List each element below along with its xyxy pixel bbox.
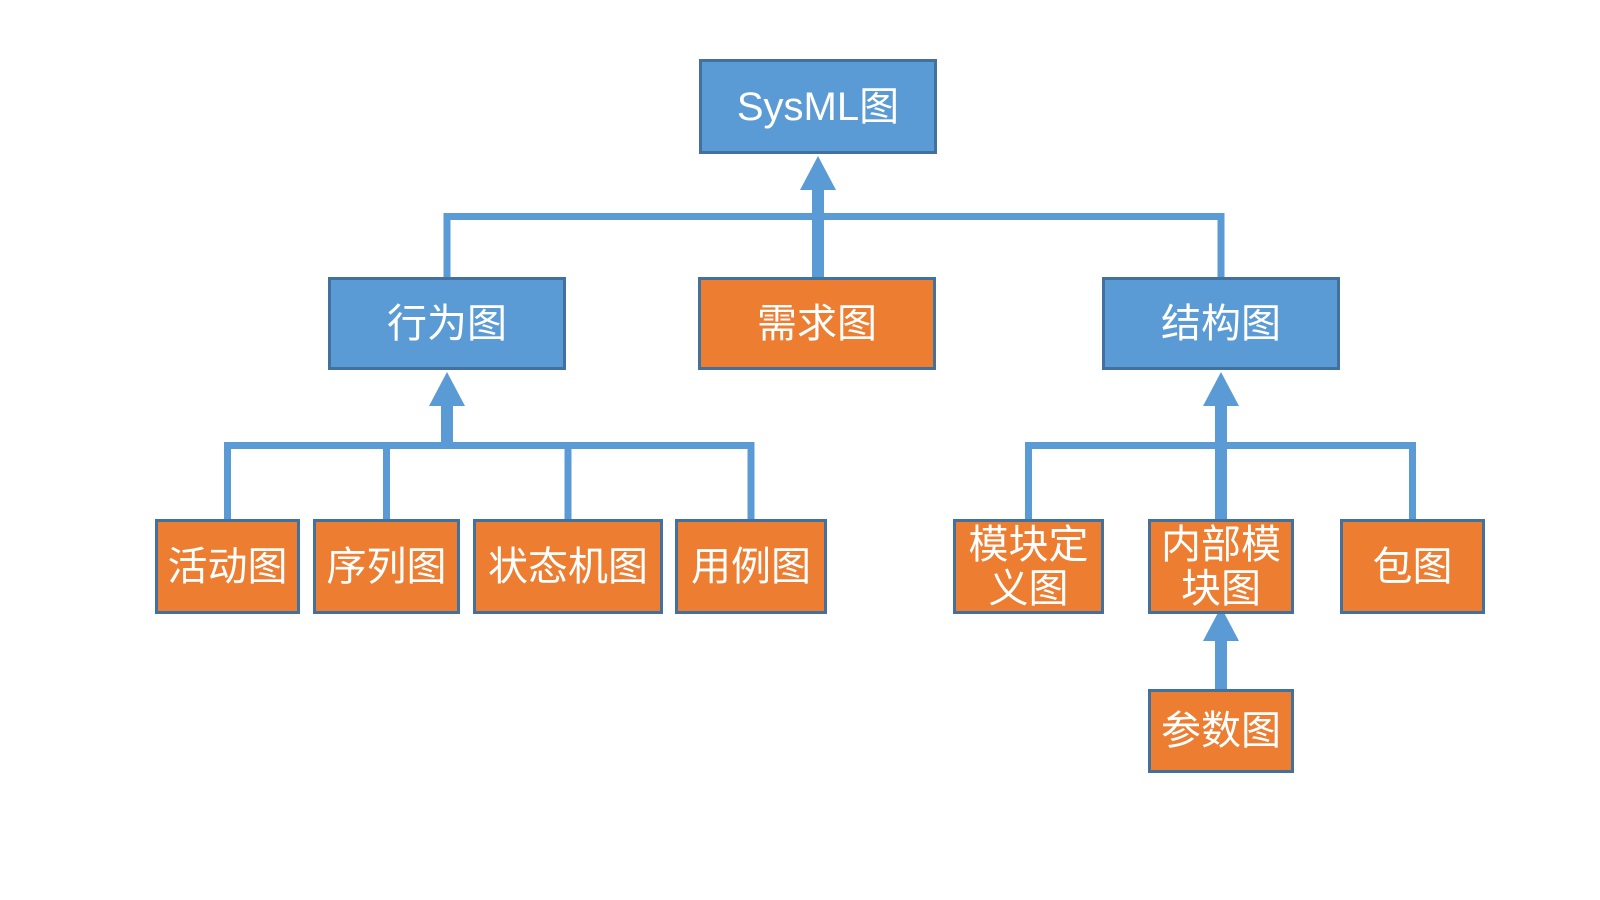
arrowhead-up-to-internal-block [1203, 607, 1239, 641]
node-sequence-diagram: 序列图 [313, 519, 460, 614]
connector-vline-structure [1217, 213, 1225, 277]
connector-group-parametric [1203, 607, 1239, 689]
node-requirement-diagram: 需求图 [698, 277, 936, 370]
connector-group-structure [1025, 372, 1416, 519]
connector-vline-state [564, 442, 572, 519]
node-block-definition-diagram: 模块定 义图 [953, 519, 1104, 614]
node-sysml-diagram: SysML图 [699, 59, 937, 154]
node-package-diagram: 包图 [1340, 519, 1485, 614]
node-behavior-diagram: 行为图 [328, 277, 566, 370]
connector-shaft-requirement-to-root [812, 187, 824, 277]
connector-shaft-behavior [441, 403, 453, 449]
node-parametric-diagram: 参数图 [1148, 689, 1294, 773]
connector-vline-blockdef [1025, 442, 1032, 519]
connector-shaft-structure [1215, 403, 1227, 519]
arrowhead-up-to-sysml [800, 156, 836, 190]
connector-vline-behavior [443, 213, 451, 277]
connector-hline-level2 [443, 213, 1225, 220]
node-use-case-diagram: 用例图 [675, 519, 827, 614]
connector-shaft-parametric [1215, 638, 1227, 689]
node-internal-block-diagram: 内部模 块图 [1148, 519, 1294, 614]
arrowhead-up-to-behavior [429, 372, 465, 406]
connector-hline-behavior-children [224, 442, 755, 449]
connector-vline-package [1409, 442, 1416, 519]
connector-vline-usecase [747, 442, 755, 519]
connector-group-behavior [224, 372, 755, 519]
connector-vline-sequence [383, 442, 390, 519]
connector-vline-activity [224, 442, 231, 519]
arrowhead-up-to-structure [1203, 372, 1239, 406]
node-structure-diagram: 结构图 [1102, 277, 1340, 370]
node-state-machine-diagram: 状态机图 [473, 519, 663, 614]
connector-hline-structure-children [1025, 442, 1416, 449]
node-activity-diagram: 活动图 [155, 519, 300, 614]
connector-group-root [443, 156, 1225, 277]
